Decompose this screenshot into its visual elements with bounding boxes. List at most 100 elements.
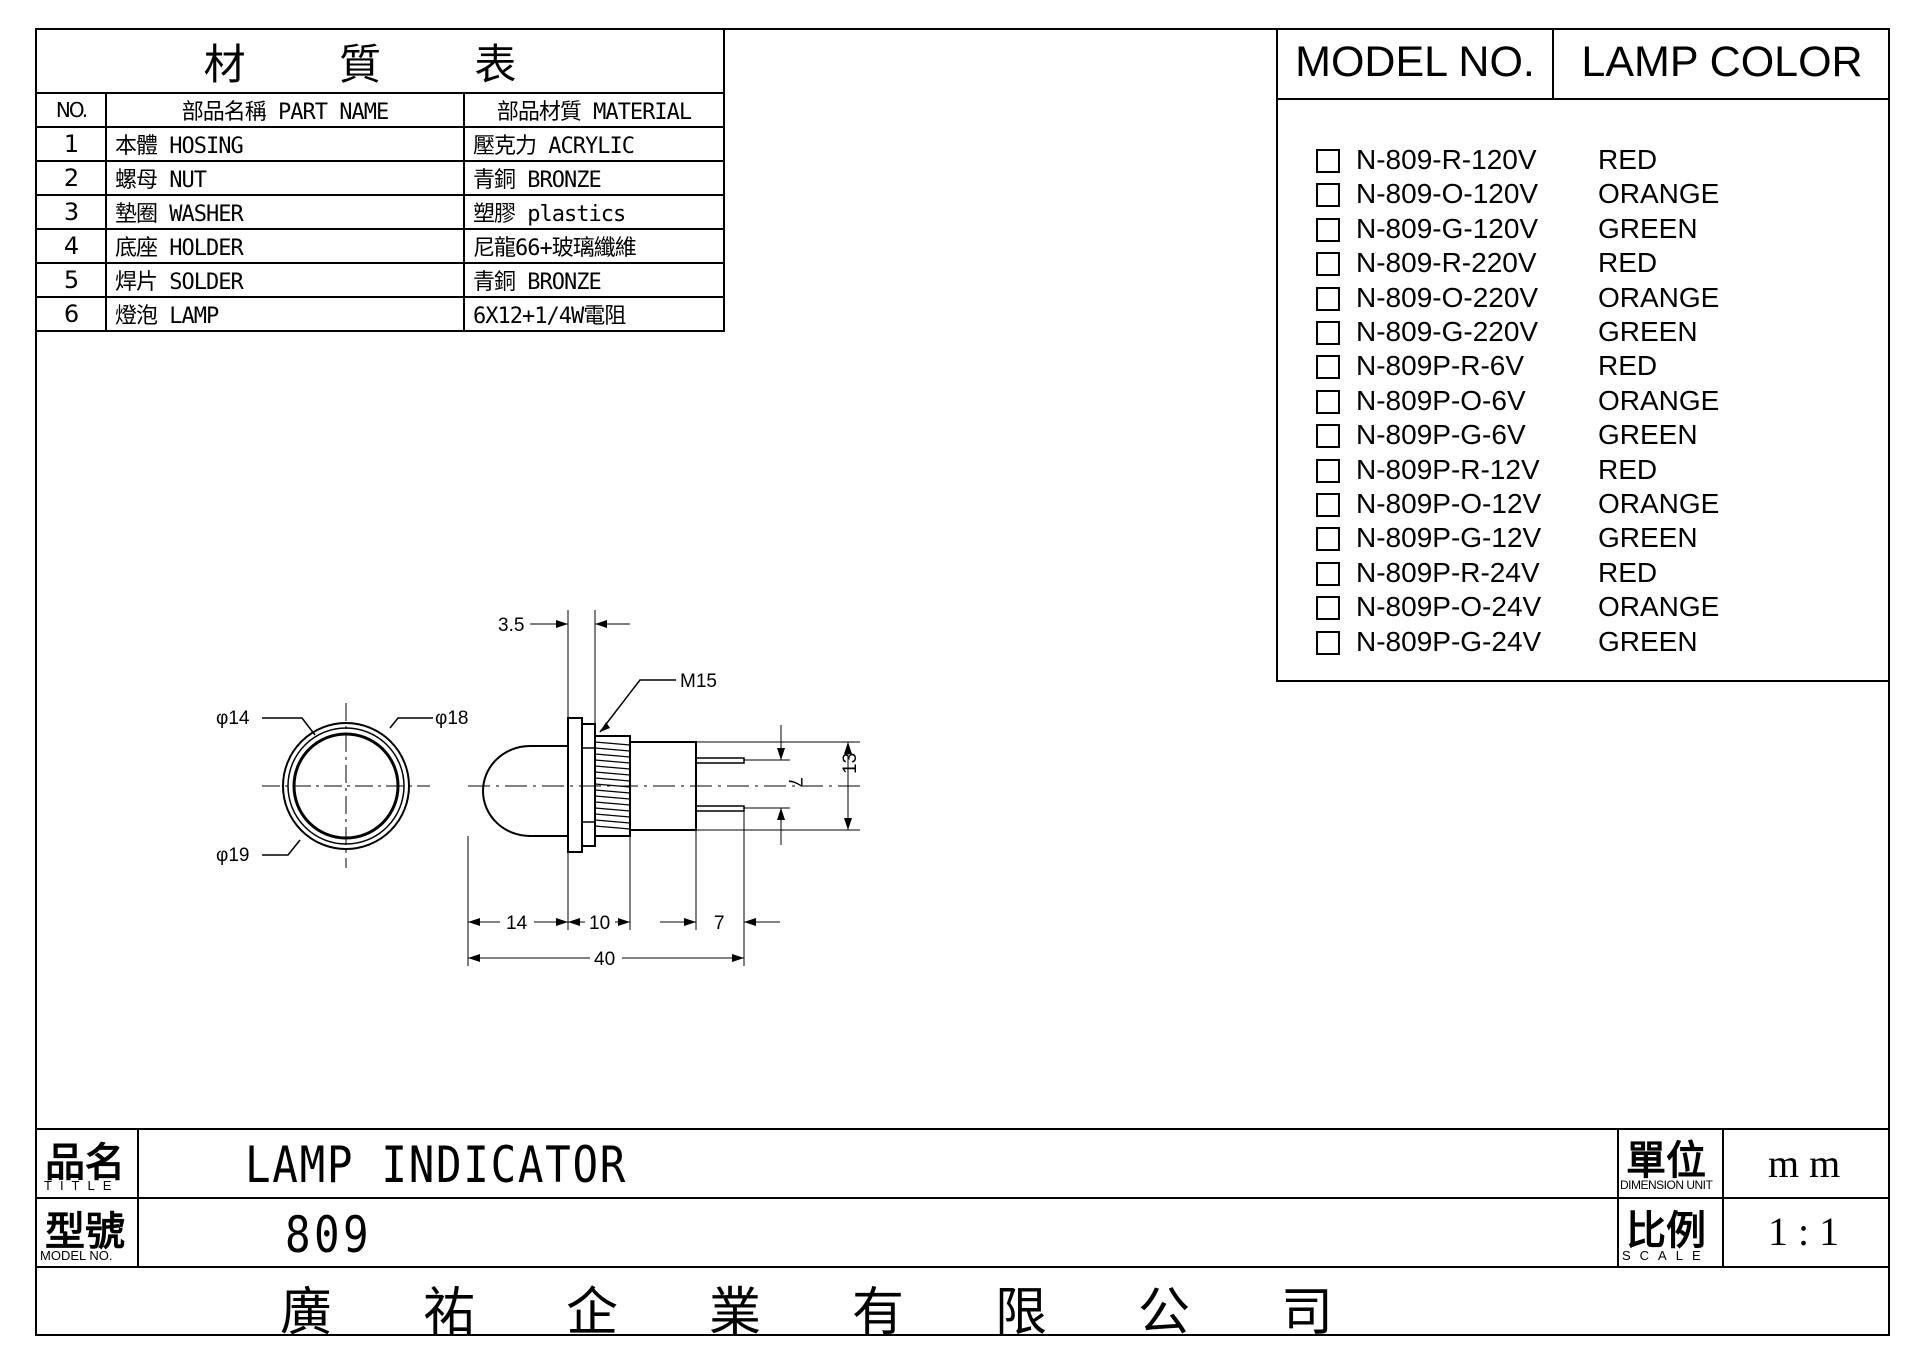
terminal-top (695, 757, 745, 764)
model-checkbox[interactable] (1316, 217, 1340, 242)
lamp-color: ORANGE (1598, 178, 1720, 210)
model-checkbox[interactable] (1316, 493, 1340, 517)
model-checkbox[interactable] (1316, 424, 1340, 449)
lamp-color: RED (1598, 556, 1658, 588)
lamp-color: ORANGE (1598, 591, 1720, 623)
materials-table-title: 材 質 表 (35, 28, 725, 94)
thread-line (594, 765, 631, 770)
model-checkbox[interactable] (1316, 321, 1340, 345)
model-number: N-809P-O-12V (1356, 488, 1542, 519)
model-number: N-809P-O-6V (1356, 384, 1526, 416)
dim-7-vertical-label: 7 (784, 777, 805, 788)
thread-line (594, 819, 631, 824)
flange (567, 717, 583, 853)
dim-m15-label: M15 (680, 671, 717, 692)
thread-line (594, 753, 631, 758)
row-no: 5 (35, 262, 107, 298)
model-number: N-809P-G-6V (1356, 419, 1526, 451)
model-checkbox[interactable] (1316, 389, 1340, 414)
nut (581, 723, 596, 847)
row-part-name: 底座 HOLDER (105, 228, 465, 264)
rear-body (629, 741, 697, 831)
model-checkbox[interactable] (1316, 355, 1340, 380)
row-no: 4 (35, 228, 107, 264)
header-lamp-color: LAMP COLOR (1554, 30, 1890, 100)
phi14-leader (262, 717, 316, 736)
company-name-char: 司 (1281, 1283, 1334, 1343)
thread-line (594, 807, 631, 812)
thread-line (594, 801, 631, 806)
model-number: N-809-O-220V (1356, 281, 1539, 313)
company-name-char: 廣 (280, 1283, 333, 1343)
row-material: 青銅 BRONZE (463, 262, 725, 298)
model-checkbox[interactable] (1316, 149, 1340, 173)
lamp-color: ORANGE (1598, 384, 1720, 416)
model-checkbox[interactable] (1316, 183, 1340, 208)
lamp-color: RED (1598, 453, 1658, 485)
company-name-char: 祐 (423, 1283, 476, 1343)
thread-line (594, 747, 631, 752)
row-no: 3 (35, 194, 107, 230)
lamp-color: GREEN (1598, 316, 1698, 347)
thread-line (594, 759, 631, 764)
label-column-divider (137, 1128, 139, 1268)
lamp-color: GREEN (1598, 625, 1698, 657)
scale-value: 1 : 1 (1768, 1209, 1840, 1254)
thread-marks (594, 741, 631, 830)
dim-14-label: 14 (506, 913, 528, 934)
model-checkbox[interactable] (1316, 286, 1340, 311)
model-checkbox[interactable] (1316, 252, 1340, 277)
model-checkbox[interactable] (1316, 458, 1340, 483)
model-checkbox[interactable] (1316, 561, 1340, 586)
lamp-color: RED (1598, 144, 1658, 175)
scale-label-en: SCALE (1622, 1248, 1710, 1263)
row-part-name: 燈泡 LAMP (105, 296, 465, 332)
dim-10-label: 10 (589, 913, 610, 934)
model-number: N-809-G-120V (1356, 212, 1539, 244)
model-number: N-809-R-220V (1356, 247, 1537, 279)
row-no: 6 (35, 296, 107, 332)
model-number: N-809-R-120V (1356, 144, 1537, 175)
dim-40-label: 40 (594, 949, 615, 970)
model-number: N-809-G-220V (1356, 316, 1539, 347)
thread-line (594, 813, 631, 818)
model-number: N-809P-R-6V (1356, 350, 1525, 382)
row-material: 6X12+1/4W電阻 (463, 296, 725, 332)
dim-3-5-label: 3.5 (498, 615, 524, 636)
row-material: 壓克力 ACRYLIC (463, 126, 725, 162)
thread-line (594, 771, 631, 776)
m15-leader (599, 679, 676, 733)
model-number: N-809P-G-12V (1356, 522, 1542, 554)
model-checkbox[interactable] (1316, 630, 1340, 655)
row-no: 1 (35, 126, 107, 162)
title-label-cn: 品名 (45, 1140, 125, 1186)
lamp-color: ORANGE (1598, 281, 1720, 313)
title-block-divider (35, 1197, 1890, 1199)
header-material: 部品材質 MATERIAL (463, 92, 725, 128)
scale-label-cn: 比例 (1626, 1208, 1706, 1254)
model-number: N-809P-R-24V (1356, 556, 1540, 588)
model-checkbox[interactable] (1316, 527, 1340, 552)
phi18-leader (389, 717, 433, 729)
title-value: LAMP INDICATOR (245, 1136, 628, 1194)
row-part-name: 螺母 NUT (105, 160, 465, 196)
unit-value-divider (1722, 1128, 1724, 1268)
drawing-frame (35, 28, 1890, 1336)
model-number: N-809-O-120V (1356, 178, 1539, 210)
company-name-char: 公 (1138, 1283, 1191, 1343)
model-checkbox[interactable] (1316, 596, 1340, 621)
unit-column-divider (1617, 1128, 1619, 1268)
model-number: N-809P-O-24V (1356, 591, 1542, 623)
row-material: 塑膠 plastics (463, 194, 725, 230)
thread-line (594, 741, 631, 746)
title-block (35, 1128, 1890, 1268)
unit-value: m m (1768, 1141, 1841, 1186)
header-no: NO. (35, 92, 107, 128)
thread-line (594, 795, 631, 800)
